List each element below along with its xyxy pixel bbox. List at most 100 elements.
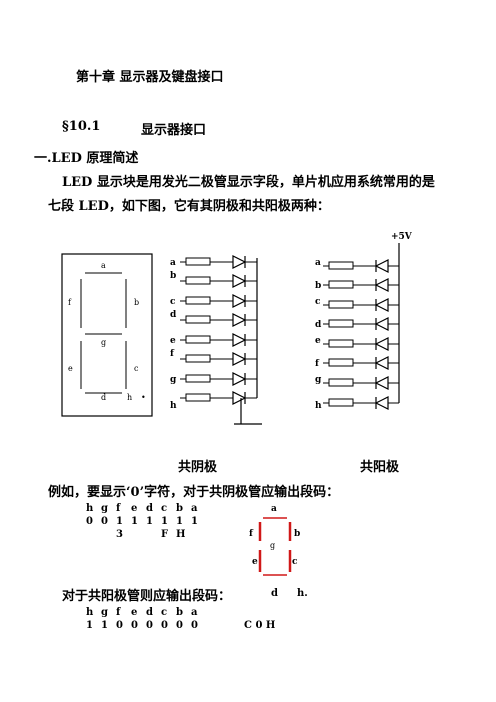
code-col: a — [191, 607, 198, 618]
anode-example-text: 对于共阳极管则应输出段码： — [62, 589, 232, 604]
anode-pin-label: d — [315, 320, 322, 330]
code-col: b — [176, 503, 183, 514]
code-bit: 0 — [116, 620, 123, 631]
code-bit: 0 — [101, 516, 108, 527]
code-bit: 1 — [116, 516, 123, 527]
anode-resistor — [328, 378, 354, 387]
zero-label-e: e — [252, 557, 258, 567]
anode-diode — [374, 337, 389, 351]
anode-extra-h: h. — [297, 588, 308, 599]
caption-cathode: 共阴极 — [178, 460, 218, 475]
seg-label-a: a — [101, 261, 106, 270]
vcc-label: +5V — [391, 232, 413, 242]
seg-label-h: h — [127, 393, 132, 402]
code-bit: 1 — [101, 620, 108, 631]
anode-resistor — [328, 261, 354, 270]
code-col: h — [86, 503, 94, 514]
cathode-resistor — [185, 335, 211, 344]
anode-extra-d: d — [271, 588, 278, 599]
subsection-title: 一.LED 原理简述 — [34, 151, 139, 166]
code-bit: 1 — [146, 516, 153, 527]
anode-diode — [374, 298, 389, 312]
intro-line-2: 七段 LED，如下图，它有其阴极和共阳极两种： — [48, 199, 330, 214]
code-bit: 1 — [191, 516, 198, 527]
anode-pin-label: a — [315, 258, 321, 268]
cathode-resistor — [185, 315, 211, 324]
code-bit: 0 — [86, 516, 93, 527]
anode-diode — [374, 396, 389, 410]
anode-resistor — [328, 358, 354, 367]
code-bit: 1 — [131, 516, 138, 527]
seg-label-f: f — [68, 298, 72, 307]
seg-label-dot: • — [141, 393, 146, 402]
code-bit: 0 — [131, 620, 138, 631]
code-col: a — [191, 503, 198, 514]
cathode-pin-label: a — [170, 258, 176, 268]
anode-resistor — [328, 339, 354, 348]
cathode-pin-label: h — [170, 401, 177, 411]
anode-pin-label: c — [315, 297, 321, 307]
zero-label-c: c — [292, 557, 298, 567]
cathode-resistor — [185, 296, 211, 305]
seg-label-d: d — [101, 393, 106, 402]
anode-diode — [374, 278, 389, 292]
code-bit: 0 — [176, 620, 183, 631]
caption-anode: 共阳极 — [360, 460, 400, 475]
cathode-diode — [232, 255, 247, 269]
code-col: c — [161, 503, 168, 514]
zero-label-f: f — [249, 529, 254, 539]
code-col: b — [176, 607, 183, 618]
anode-resistor — [328, 319, 354, 328]
cathode-diode — [232, 372, 247, 386]
seg-label-b: b — [134, 298, 139, 307]
cathode-diode — [232, 352, 247, 366]
chapter-title: 第十章 显示器及键盘接口 — [76, 70, 224, 85]
intro-line-1: LED 显示块是用发光二极管显示字段，单片机应用系统常用的是 — [62, 175, 435, 190]
cathode-diode — [232, 274, 247, 288]
example-text: 例如，要显示‘0’字符，对于共阴极管应输出段码： — [48, 485, 340, 500]
cathode-resistor — [185, 354, 211, 363]
code-bit: 1 — [161, 516, 168, 527]
seg-label-e: e — [68, 364, 73, 373]
code-col: e — [131, 503, 138, 514]
cathode-hex-suffix: H — [176, 529, 186, 540]
code-col: g — [101, 607, 108, 618]
cathode-pin-label: f — [170, 349, 175, 359]
code-col: f — [116, 607, 121, 618]
code-bit: 0 — [161, 620, 168, 631]
cathode-resistor — [185, 276, 211, 285]
anode-pin-label: h — [315, 401, 322, 411]
code-col: d — [146, 607, 153, 618]
code-bit: 0 — [146, 620, 153, 631]
cathode-diode — [232, 313, 247, 327]
code-col: e — [131, 607, 138, 618]
cathode-resistor — [185, 257, 211, 266]
cathode-hex-lo: F — [161, 529, 169, 540]
anode-diode — [374, 376, 389, 390]
code-col: g — [101, 503, 108, 514]
anode-diode — [374, 259, 389, 273]
anode-diode — [374, 317, 389, 331]
cathode-diode — [232, 391, 247, 405]
zero-digit-diagram: a f b g e c — [249, 504, 300, 576]
zero-label-b: b — [294, 529, 300, 539]
anode-pin-label: b — [315, 281, 321, 291]
anode-hex: C 0 H — [244, 620, 276, 631]
code-col: d — [146, 503, 153, 514]
cathode-diode — [232, 333, 247, 347]
zero-label-a: a — [271, 504, 277, 514]
zero-label-g: g — [270, 541, 275, 550]
cathode-resistor — [185, 393, 211, 402]
cathode-pin-label: b — [170, 271, 176, 281]
seg-label-g: g — [101, 338, 106, 347]
section-title: 显示器接口 — [141, 123, 207, 138]
anode-pin-label: f — [315, 359, 320, 369]
cathode-diode — [232, 294, 247, 308]
code-bit: 1 — [86, 620, 93, 631]
